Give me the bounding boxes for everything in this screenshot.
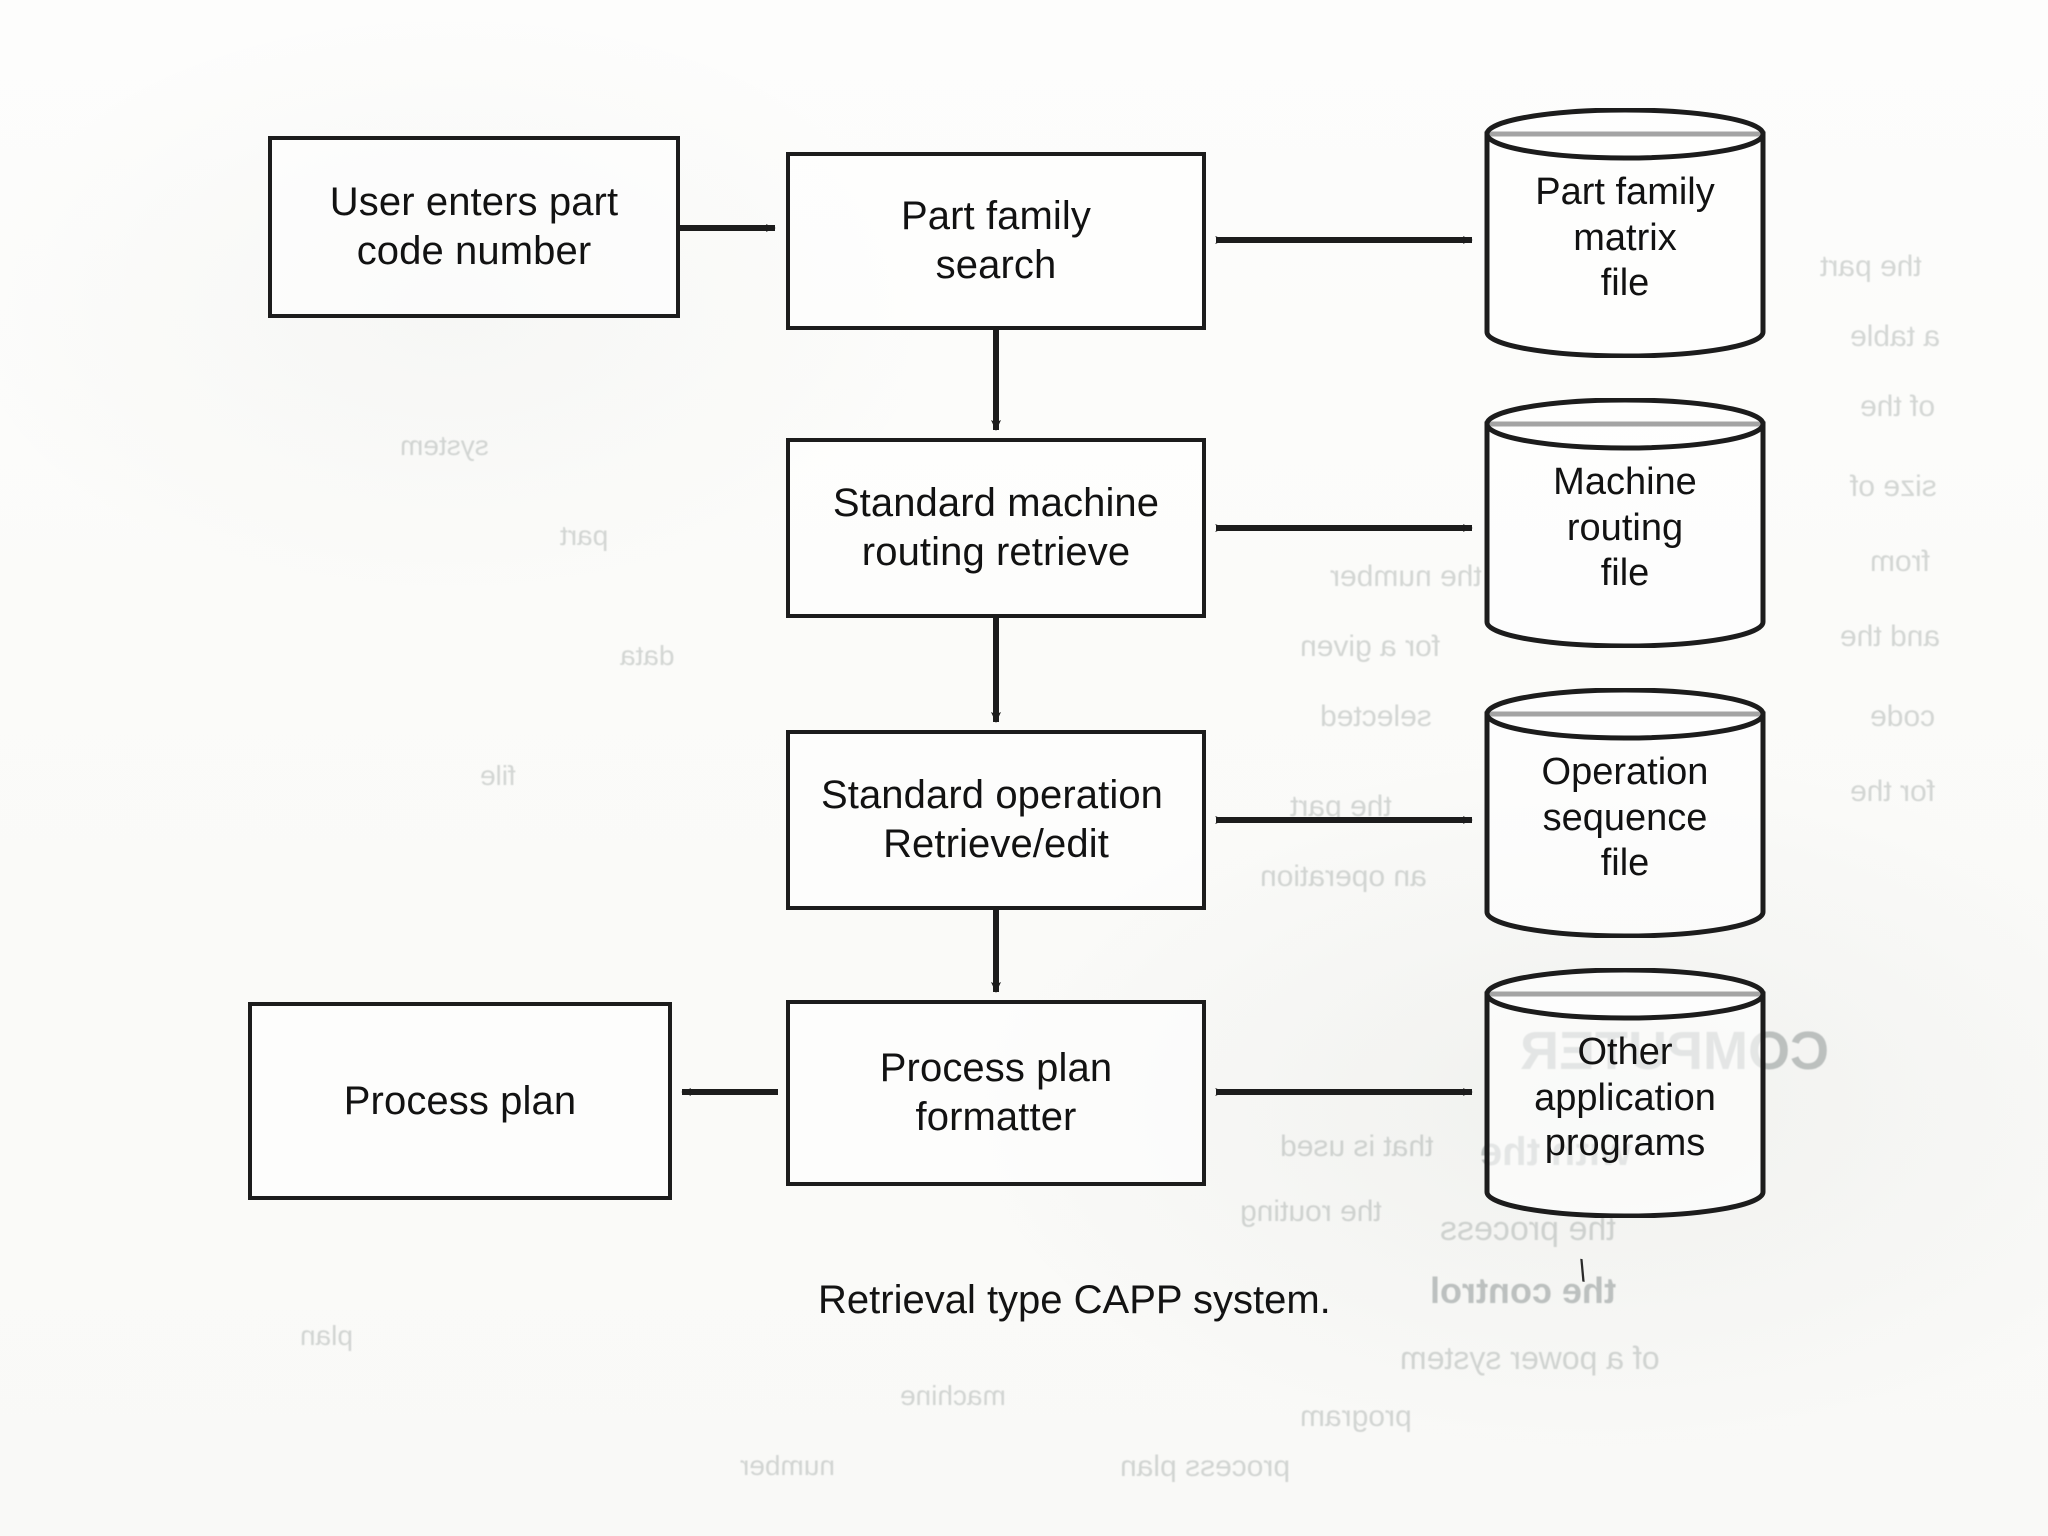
node-process-plan-formatter[interactable]: Process plan formatter xyxy=(786,1000,1206,1186)
node-user-enters-part-code-number[interactable]: User enters part code number xyxy=(268,136,680,318)
cylinder-shape xyxy=(1484,688,1766,938)
node-label: Standard machine routing retrieve xyxy=(832,481,1160,574)
node-label: User enters part code number xyxy=(329,180,619,273)
node-label: Operation sequence file xyxy=(1541,751,1709,885)
node-label: Process plan xyxy=(343,1078,577,1123)
node-label: Part family matrix file xyxy=(1535,171,1715,305)
figure-caption: Retrieval type CAPP system. xyxy=(818,1278,1331,1322)
node-process-plan-output[interactable]: Process plan xyxy=(248,1002,672,1200)
node-other-application-programs[interactable]: Other application programs xyxy=(1482,968,1768,1218)
node-label: Machine routing file xyxy=(1553,461,1697,595)
node-label: Standard operation Retrieve/edit xyxy=(820,773,1164,866)
node-standard-machine-routing-retrieve[interactable]: Standard machine routing retrieve xyxy=(786,438,1206,618)
node-label: Other application programs xyxy=(1534,1031,1716,1165)
node-part-family-search[interactable]: Part family search xyxy=(786,152,1206,330)
node-standard-operation-retrieve-edit[interactable]: Standard operation Retrieve/edit xyxy=(786,730,1206,910)
cylinder-shape xyxy=(1484,108,1766,358)
node-label: Process plan formatter xyxy=(879,1046,1113,1139)
cylinder-shape xyxy=(1484,968,1766,1218)
node-label: Part family search xyxy=(900,194,1092,287)
node-part-family-matrix-file[interactable]: Part family matrix file xyxy=(1482,108,1768,358)
cylinder-shape xyxy=(1484,398,1766,648)
node-operation-sequence-file[interactable]: Operation sequence file xyxy=(1482,688,1768,938)
node-machine-routing-file[interactable]: Machine routing file xyxy=(1482,398,1768,648)
